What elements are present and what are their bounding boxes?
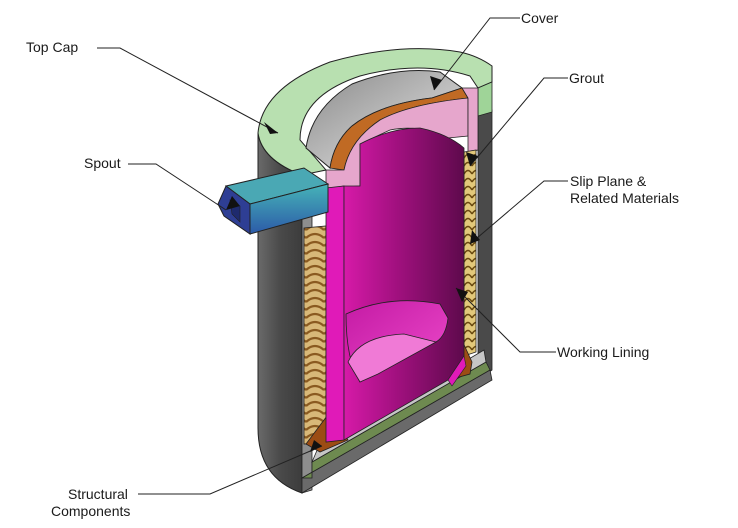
slip-plane-left (303, 225, 327, 445)
working-lining-cut-right (447, 355, 467, 387)
label-slip-plane-line2: Related Materials (570, 190, 679, 206)
slip-plane-right (463, 149, 477, 357)
leader-working-lining (455, 287, 556, 353)
leader-arrowheads (226, 76, 480, 452)
label-working-lining: Working Lining (557, 344, 650, 360)
grout-collar (325, 97, 469, 189)
leader-cover (433, 17, 520, 91)
arrow-spout (226, 196, 240, 210)
arrow-cover (430, 76, 442, 90)
arrow-slip-plane (470, 230, 480, 244)
arrow-top-cap (264, 122, 278, 134)
working-lining-cut-left (325, 185, 345, 443)
leader-structural (138, 445, 323, 495)
arrow-structural (310, 440, 322, 452)
label-spout: Spout (84, 155, 121, 171)
leader-lines (97, 17, 568, 495)
arrow-grout (466, 152, 478, 166)
working-lining-floor-inner (347, 333, 438, 383)
leader-grout (469, 77, 568, 167)
shell-cut-face-right (477, 109, 493, 381)
label-grout: Grout (569, 70, 605, 86)
label-cover: Cover (521, 10, 559, 26)
leader-top-cap (97, 47, 279, 134)
label-top-cap: Top Cap (26, 39, 79, 55)
top-cap (257, 48, 493, 176)
label-structural-line2: Components (51, 503, 131, 519)
leader-slip-plane (469, 180, 568, 245)
arrow-working-lining (456, 288, 468, 302)
label-slip-plane-line1: Slip Plane & (570, 173, 647, 189)
top-cap-cut (477, 81, 493, 117)
label-structural-line1: Structural (68, 486, 128, 502)
leader-spout (128, 163, 227, 211)
